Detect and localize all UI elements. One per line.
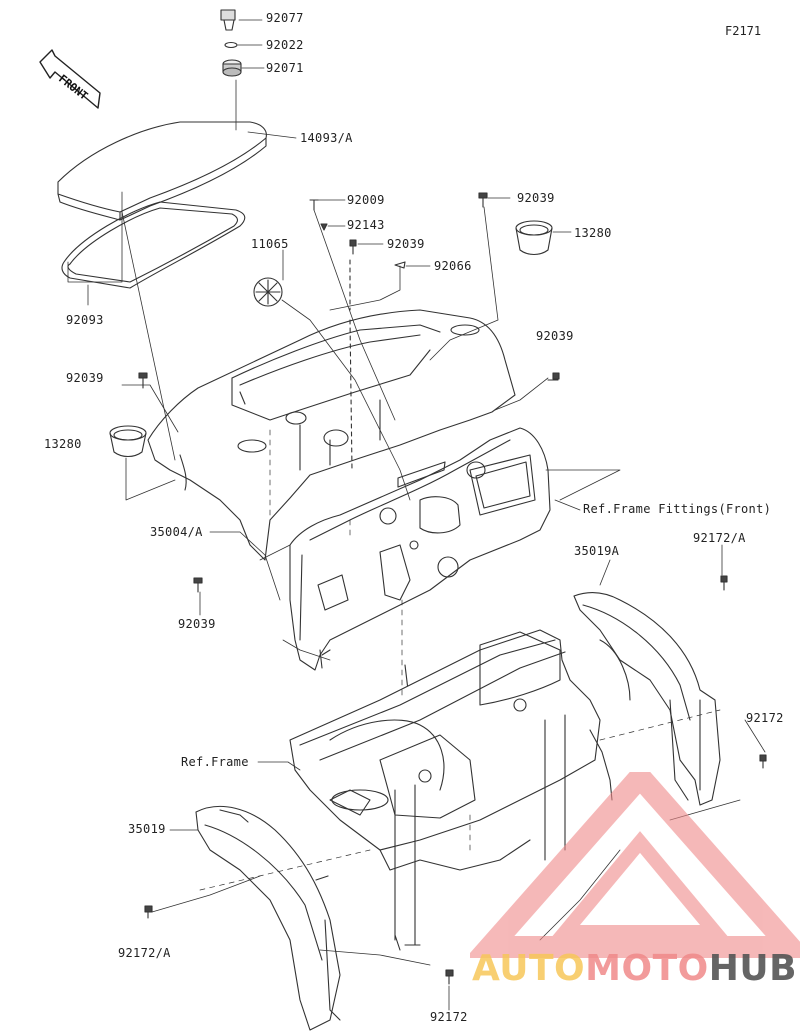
screw-92039-top-right-icon	[478, 192, 488, 208]
label-13280-left: 13280	[44, 437, 82, 451]
emblem-11065-icon	[253, 277, 283, 307]
dashed-lines	[199, 429, 721, 891]
frame-icon	[289, 629, 631, 951]
clip-92143-icon	[320, 223, 328, 231]
washer-92022-icon	[224, 41, 238, 49]
label-35019a: 35019A	[574, 544, 620, 558]
label-92022: 92022	[266, 38, 304, 52]
screw-92039-bottom-left-icon	[193, 577, 203, 593]
screw-92172-bottom-icon	[445, 969, 454, 985]
label-92077: 92077	[266, 11, 304, 25]
label-ref-frame: Ref.Frame	[181, 755, 249, 769]
clip-92009-icon	[309, 199, 319, 211]
label-92009: 92009	[347, 193, 385, 207]
cover-14093a-icon	[57, 121, 267, 221]
screw-92172a-right-icon	[720, 575, 728, 591]
dashboard-panel-icon	[289, 427, 551, 691]
figure-code: F2171	[725, 24, 762, 38]
label-ref-frame-fittings-front: Ref.Frame Fittings(Front)	[583, 502, 772, 516]
label-92172-bottom: 92172	[430, 1010, 468, 1024]
label-92039-left: 92039	[66, 371, 104, 385]
screw-92039-left-icon	[138, 372, 148, 389]
label-92172a-right: 92172/A	[693, 531, 746, 545]
label-92172-right: 92172	[746, 711, 784, 725]
label-92039-top-mid: 92039	[387, 237, 425, 251]
label-35019: 35019	[128, 822, 166, 836]
label-92039-right: 92039	[536, 329, 574, 343]
screw-92172-right-icon	[759, 754, 767, 769]
plug-92066-icon	[394, 261, 406, 269]
right-fender-35019a-icon	[573, 591, 721, 806]
label-11065: 11065	[251, 237, 289, 251]
label-13280-right: 13280	[574, 226, 612, 240]
front-arrow-icon: FRONT	[39, 49, 101, 109]
left-fender-35019-icon	[195, 805, 341, 1031]
cup-holder-left-icon	[109, 425, 147, 458]
label-92172a-left: 92172/A	[118, 946, 171, 960]
screw-92172a-left-icon	[144, 905, 153, 919]
label-92039-bottom-left: 92039	[178, 617, 216, 631]
upper-dash-cover-35004a-icon	[147, 259, 516, 561]
label-14093a: 14093/A	[300, 131, 353, 145]
label-92071: 92071	[266, 61, 304, 75]
label-92039-top-right: 92039	[517, 191, 555, 205]
screw-92039-right-icon	[547, 372, 560, 381]
label-92093: 92093	[66, 313, 104, 327]
watermark-text: AUTOMOTOHUB	[472, 948, 798, 989]
label-92066: 92066	[434, 259, 472, 273]
seal-92093-icon	[61, 201, 246, 289]
grommet-92071-icon	[222, 59, 242, 77]
screw-92039-top-mid-icon	[349, 239, 357, 255]
cap-92077-icon	[220, 9, 236, 31]
cup-holder-right-icon	[515, 220, 553, 256]
label-92143: 92143	[347, 218, 385, 232]
label-35004a: 35004/A	[150, 525, 203, 539]
